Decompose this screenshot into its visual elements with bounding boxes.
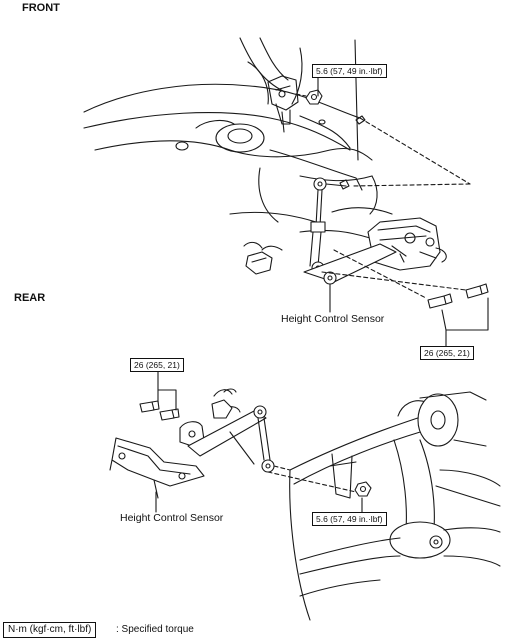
rear-bracket	[109, 421, 205, 499]
front-bolts	[427, 283, 489, 309]
front-upper-bracket	[267, 75, 299, 133]
front-torque-nut	[305, 89, 323, 105]
rear-nut-torque-spec: 5.6 (57, 49 in.·lbf)	[312, 512, 387, 526]
front-dashed-guides	[295, 93, 471, 299]
front-sensor-label: Height Control Sensor	[281, 313, 385, 325]
front-bolt-torque-spec: 26 (265, 21)	[420, 346, 474, 360]
front-connector	[243, 241, 283, 275]
rear-sensor-label: Height Control Sensor	[120, 512, 224, 524]
legend-unit-box: N·m (kgf·cm, ft·lbf)	[3, 622, 97, 638]
rear-dashed-guides	[267, 465, 357, 493]
front-section-title: FRONT	[22, 2, 60, 14]
legend-description: : Specified torque	[116, 624, 194, 635]
rear-sensor-arm	[187, 405, 275, 473]
rear-connector	[211, 388, 237, 419]
front-sensor-assembly	[303, 217, 447, 285]
rear-bolt-torque-spec: 26 (265, 21)	[130, 358, 184, 372]
rear-torque-nut	[354, 481, 372, 497]
rear-bolts	[139, 400, 180, 421]
rear-section-title: REAR	[14, 292, 46, 304]
rear-leaders	[155, 371, 363, 513]
front-nut-torque-spec: 5.6 (57, 49 in.·lbf)	[312, 64, 387, 78]
front-leaders	[317, 77, 489, 347]
front-body-panel	[83, 37, 393, 239]
rear-axle	[289, 391, 501, 621]
